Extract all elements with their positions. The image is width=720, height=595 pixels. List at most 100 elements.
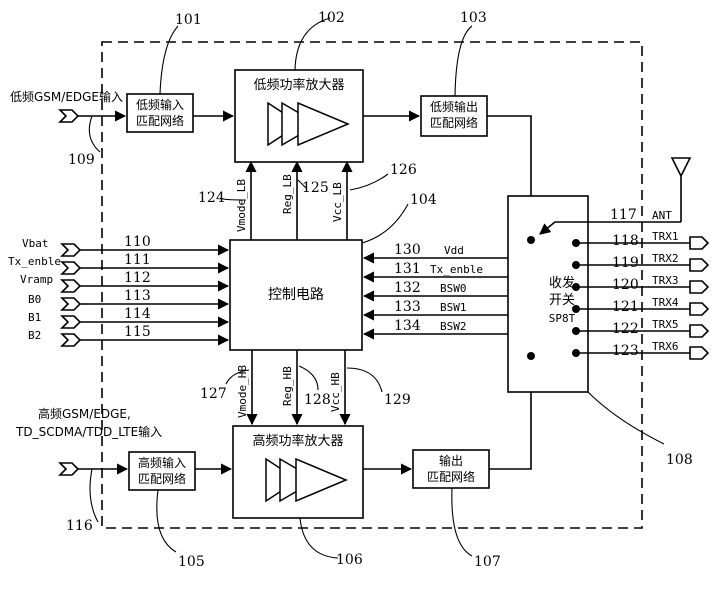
switch-label-line1: 收发 (549, 275, 575, 291)
port-vbat (60, 243, 82, 257)
ref-132: 132 (394, 280, 421, 296)
signal-label-vbat: Vbat (22, 237, 49, 250)
leader-105 (156, 489, 177, 553)
leader-109 (88, 115, 101, 153)
vcc-lb-label: Vcc_LB (331, 182, 344, 222)
ref-119: 119 (612, 255, 639, 271)
ref-127: 127 (200, 386, 227, 402)
signal-label-bsw2: BSW2 (440, 320, 467, 333)
signal-label-b1: B1 (28, 311, 41, 324)
left-signal-tx-enble: Tx_enble 111 (8, 252, 230, 275)
port-b1 (60, 315, 82, 329)
lf-input-port (58, 109, 80, 123)
trx-port-5: 122 TRX5 (572, 318, 710, 338)
ref-130: 130 (394, 242, 421, 258)
trx6-label: TRX6 (652, 340, 679, 353)
hf-out-to-switch-wire (489, 356, 537, 470)
hf-input-matching-network (128, 451, 196, 491)
right-signal-vdd: 130 Vdd (362, 242, 508, 264)
signal-label-b2: B2 (28, 329, 41, 342)
vmode-hb-label: Vmode_HB (236, 365, 249, 418)
trx5-label: TRX5 (652, 318, 679, 331)
right-signal-bsw1: 133 BSW1 (362, 299, 508, 321)
trx4-port-icon (689, 302, 710, 316)
port-b0 (60, 297, 82, 311)
right-signal-tx-enble: 131 Tx_enble (362, 261, 508, 283)
right-signal-bsw2: 134 BSW2 (362, 318, 508, 340)
leader-127 (225, 369, 250, 385)
leader-103 (454, 25, 473, 97)
signal-label-bsw1: BSW1 (440, 301, 467, 314)
trx4-label: TRX4 (652, 296, 679, 309)
ref-108: 108 (666, 452, 693, 468)
control-circuit (229, 239, 363, 351)
signal-label-tx-enble-left: Tx_enble (8, 255, 61, 268)
ref-128: 128 (304, 392, 331, 408)
left-signal-b0: B0 113 (28, 288, 230, 311)
control-circuit-label: 控制电路 (268, 287, 324, 303)
module-boundary (101, 41, 643, 529)
ref-116: 116 (66, 518, 93, 534)
hf-input-port (58, 462, 80, 476)
port-b2 (60, 333, 82, 347)
lf-pa-label: 低频功率放大器 (253, 77, 344, 93)
ref-107: 107 (474, 554, 501, 570)
trx1-label: TRX1 (652, 230, 679, 243)
ref-122: 122 (612, 321, 639, 337)
ref-104: 104 (410, 192, 437, 208)
lf-input-match-line1: 低频输入 (136, 97, 184, 112)
port-tx-enble-left (60, 261, 82, 275)
hf-input-match-line2: 匹配网络 (138, 471, 186, 486)
ref-101: 101 (175, 12, 202, 28)
right-signal-bsw0: 132 BSW0 (362, 280, 508, 302)
leader-108 (587, 391, 665, 445)
ref-113: 113 (124, 288, 151, 304)
ref-102: 102 (318, 10, 345, 26)
signal-label-tx-enble-right: Tx_enble (430, 263, 483, 276)
switch-hf-input-node (527, 352, 535, 360)
hf-input-label-line1: 高频GSM/EDGE, (38, 406, 131, 421)
ref-114: 114 (124, 306, 151, 322)
ref-106: 106 (336, 552, 363, 568)
ref-123: 123 (612, 343, 639, 359)
left-signal-vbat: Vbat 110 (22, 234, 230, 257)
hf-pa-label: 高频功率放大器 (252, 433, 343, 449)
trx-port-4: 121 TRX4 (572, 296, 710, 316)
signal-label-bsw0: BSW0 (440, 282, 467, 295)
ref-133: 133 (394, 299, 421, 315)
ref-129: 129 (384, 392, 411, 408)
trx-port-6: 123 TRX6 (572, 340, 710, 360)
leader-128 (298, 365, 319, 391)
leader-126 (349, 173, 389, 191)
lf-amp-stage-3-icon (297, 101, 350, 147)
lf-input-match-line2: 匹配网络 (136, 113, 184, 128)
vmode-lb-label: Vmode_LB (235, 179, 248, 232)
ref-115: 115 (124, 324, 151, 340)
leader-107 (451, 487, 473, 557)
trx3-port-icon (689, 280, 710, 294)
port-vramp (60, 279, 82, 293)
lf-output-match-line1: 低频输出 (430, 99, 478, 114)
vcc-hb-label: Vcc_HB (329, 372, 342, 412)
antenna-wire (539, 221, 681, 235)
ref-105: 105 (178, 554, 205, 570)
leader-102 (294, 17, 331, 71)
reg-hb-label: Reg_HB (281, 366, 294, 406)
trx2-port-icon (689, 258, 710, 272)
lf-output-match-line2: 匹配网络 (430, 115, 478, 130)
trx3-label: TRX3 (652, 274, 679, 287)
ref-131: 131 (394, 261, 421, 277)
switch-label-line2: 开关 (549, 293, 575, 308)
ref-111: 111 (124, 252, 151, 268)
leader-101 (159, 25, 179, 95)
left-signal-b1: B1 114 (28, 306, 230, 329)
signal-label-vdd: Vdd (444, 244, 464, 257)
trx-port-2: 119 TRX2 (572, 252, 710, 272)
ref-103: 103 (460, 10, 487, 26)
ref-124: 124 (198, 190, 225, 206)
hf-input-label-line2: TD_SCDMA/TDD_LTE输入 (15, 424, 162, 439)
trx1-port-icon (689, 236, 710, 250)
hf-amp-stage-3-icon (295, 457, 348, 503)
